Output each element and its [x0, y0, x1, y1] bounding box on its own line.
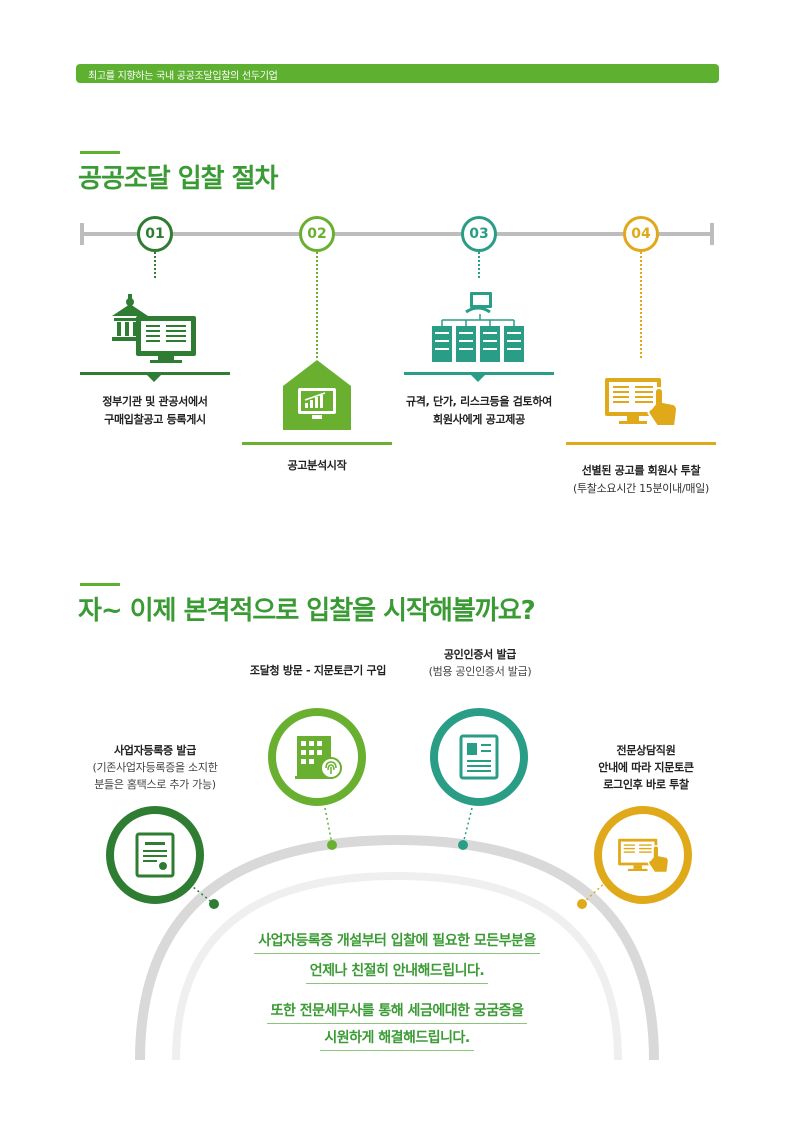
item3-title: 공인인증서 발급 [443, 648, 517, 661]
step3-line2: 회원사에게 공고제공 [433, 413, 525, 426]
step-number: 04 [623, 216, 659, 252]
step-number: 01 [137, 216, 173, 252]
item4-label: 전문상담직원 안내에 따라 지문토큰 로그인후 바로 투찰 [564, 742, 728, 793]
message-line: 또한 전문세무사를 통해 세금에대한 궁굼증을 [266, 1000, 528, 1024]
step4-line2: (투찰소요시간 15분이내/매일) [572, 482, 709, 495]
connector [154, 252, 156, 278]
item1-line3: 분들은 홈택스로 추가 가능) [94, 778, 216, 791]
step3-line1: 규격, 단가, 리스크등을 검토하여 [405, 395, 552, 408]
message-line: 언제나 친절히 안내해드립니다. [305, 960, 489, 984]
connector [640, 252, 642, 358]
step4-caption: 선별된 공고를 회원사 투찰 (투찰소요시간 15분이내/매일) [548, 462, 734, 498]
step-underline [404, 372, 554, 375]
step1-line2: 구매입찰공고 등록게시 [104, 413, 206, 426]
server-network-icon [432, 292, 524, 362]
id-document-icon [459, 734, 499, 780]
step-pointer [147, 375, 161, 382]
monitor-click-icon [605, 378, 679, 427]
consultant-circle [594, 806, 692, 904]
title-accent [80, 583, 120, 586]
section1-title: 공공조달 입찰 절차 [78, 164, 278, 194]
business-certificate-circle [106, 806, 204, 904]
step1-caption: 정부기관 및 관공서에서 구매입찰공고 등록게시 [80, 393, 230, 429]
certificate-icon [135, 832, 175, 878]
section2-title: 자~ 이제 본격적으로 입찰을 시작해볼까요? [78, 596, 536, 626]
message-line: 시원하게 해결해드립니다. [320, 1027, 474, 1051]
certificate-id-circle [430, 708, 528, 806]
item3-line2: (범용 공인인증서 발급) [428, 665, 532, 678]
message-line: 사업자등록증 개설부터 입찰에 필요한 모든부분을 [254, 930, 540, 954]
step-pointer [471, 375, 485, 382]
government-monitor-icon [112, 294, 196, 363]
connector [316, 252, 318, 358]
arc-dot [209, 899, 219, 909]
fingerprint-token-circle [268, 708, 366, 806]
item1-line2: (기존사업자등록증을 소지한 [92, 761, 218, 774]
item3-label: 공인인증서 발급 (범용 공인인증서 발급) [400, 646, 560, 680]
timeline-line [80, 232, 714, 236]
title-accent [80, 151, 120, 154]
step-number: 02 [299, 216, 335, 252]
house-chart-icon [283, 360, 351, 430]
monitor-click-icon [618, 838, 670, 874]
arc-dot [458, 840, 468, 850]
message-block-1: 사업자등록증 개설부터 입찰에 필요한 모든부분을 [0, 930, 794, 954]
message-block-2: 언제나 친절히 안내해드립니다. [0, 960, 794, 984]
item4-line3: 로그인후 바로 투찰 [603, 778, 689, 791]
step3-caption: 규격, 단가, 리스크등을 검토하여 회원사에게 공고제공 [392, 393, 566, 429]
step-number: 03 [461, 216, 497, 252]
arc-dot [577, 899, 587, 909]
item4-line2: 안내에 따라 지문토큰 [598, 761, 694, 774]
timeline-end [710, 223, 714, 245]
step2-caption: 공고분석시작 [242, 457, 392, 475]
item1-label: 사업자등록증 발급 (기존사업자등록증을 소지한 분들은 홈택스로 추가 가능) [70, 742, 240, 793]
arc-dot [327, 840, 337, 850]
tagline: 최고를 지향하는 국내 공공조달입찰의 선두기업 [88, 71, 278, 82]
connector [478, 252, 480, 278]
step1-line1: 정부기관 및 관공서에서 [102, 395, 208, 408]
step4-line1: 선별된 공고를 회원사 투찰 [581, 464, 701, 477]
arc-decoration [135, 834, 659, 1060]
step-underline [566, 442, 716, 445]
item2-label: 조달청 방문 - 지문토큰기 구입 [228, 662, 408, 679]
item4-title: 전문상담직원 [616, 744, 676, 757]
message-block-4: 시원하게 해결해드립니다. [0, 1027, 794, 1051]
message-block-3: 또한 전문세무사를 통해 세금에대한 궁굼증을 [0, 1000, 794, 1024]
top-banner: 최고를 지향하는 국내 공공조달입찰의 선두기업 [76, 64, 719, 83]
item2-title: 조달청 방문 - 지문토큰기 구입 [249, 664, 387, 677]
step2-line1: 공고분석시작 [287, 459, 347, 472]
item1-title: 사업자등록증 발급 [113, 744, 197, 757]
step-underline [242, 442, 392, 445]
building-fingerprint-icon [295, 736, 342, 779]
step-underline [80, 372, 230, 375]
